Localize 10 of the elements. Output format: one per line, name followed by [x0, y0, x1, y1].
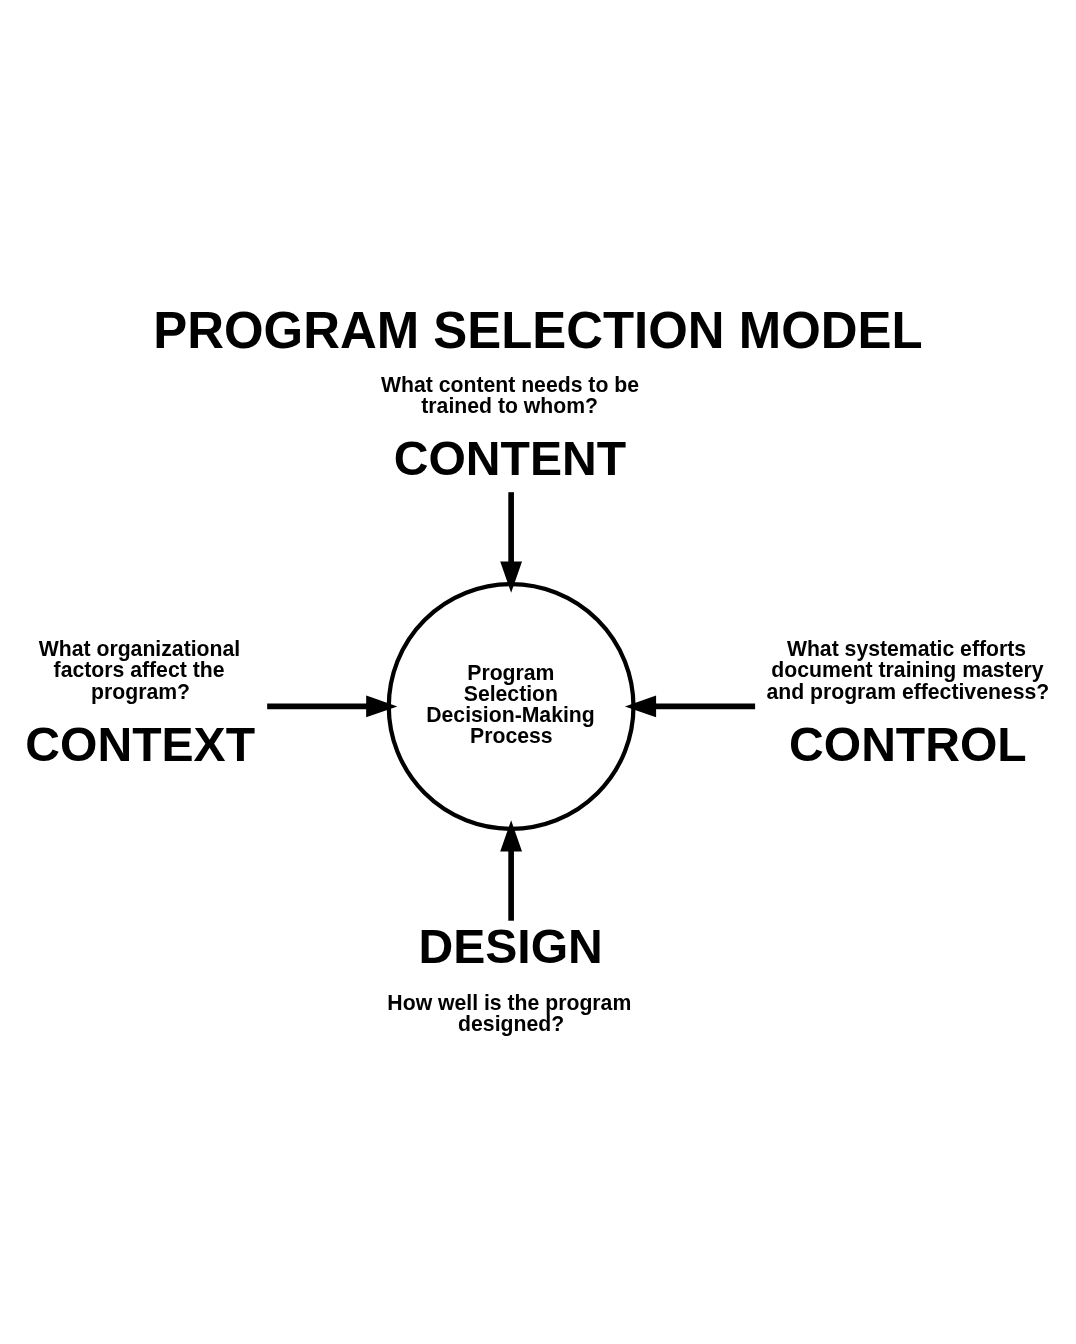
arrow: [500, 491, 523, 593]
arrow: [624, 695, 756, 717]
arrow: [267, 695, 398, 717]
node-circle: Program Selection Decision-Making Process: [386, 581, 636, 831]
diagram-title: PROGRAM SELECTION MODEL: [153, 301, 923, 359]
node-text: What content needs to be trained to whom? CONTENT: [381, 372, 639, 485]
node-text: DESIGN How well is the program designed?: [387, 918, 632, 1035]
arrow: [500, 819, 523, 921]
node-text: What organizational factors affect the program? CONTEXT: [25, 636, 256, 771]
node-text: What systematic efforts document training mastery and program effectiveness? CONTROL: [766, 636, 1050, 771]
